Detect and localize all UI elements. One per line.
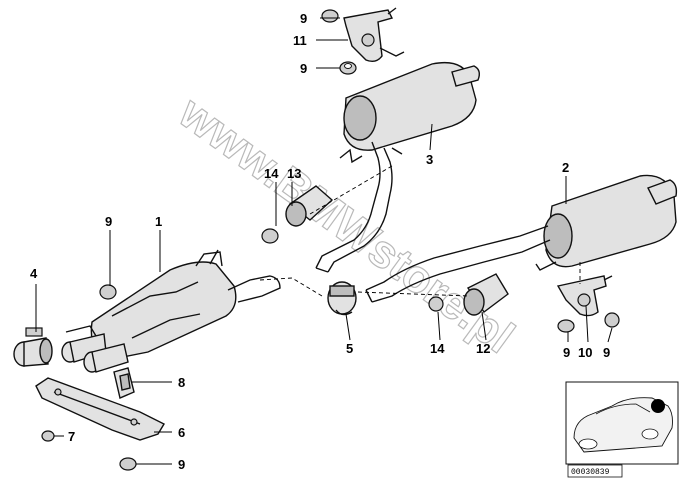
heat-shield-6	[35, 377, 165, 441]
callout-9-right-b: 9	[603, 345, 610, 360]
callout-1: 1	[155, 214, 162, 229]
rear-silencer-right	[365, 174, 678, 303]
sleeve-12	[463, 273, 509, 316]
hanger-bracket-right	[556, 275, 613, 317]
callout-2: 2	[562, 160, 569, 175]
callout-11: 11	[293, 33, 307, 48]
nut-9-mid	[339, 61, 357, 75]
rubber-mount-8	[113, 367, 135, 399]
connector-line-upper	[309, 165, 393, 215]
clamp-5	[327, 281, 357, 316]
callout-4: 4	[30, 266, 38, 281]
hanger-bracket-top	[343, 7, 405, 63]
nut-9-top	[321, 9, 339, 23]
callout-14-left: 14	[264, 166, 279, 181]
connector-line-right	[357, 291, 471, 297]
diagram-code: 00030839	[571, 468, 610, 477]
callout-9-top: 9	[300, 11, 307, 26]
callout-9-bottom: 9	[178, 457, 185, 472]
callout-10: 10	[578, 345, 592, 360]
location-marker	[651, 399, 665, 413]
leader-lines	[35, 17, 613, 465]
callout-12: 12	[476, 341, 490, 356]
callout-8: 8	[178, 375, 185, 390]
vehicle-locator-inset: 00030839	[565, 381, 679, 478]
sleeve-13	[285, 185, 334, 227]
callout-9-upper: 9	[300, 61, 307, 76]
nut-9-right-a	[557, 319, 575, 333]
bolt-7	[41, 430, 55, 442]
nut-9-left	[99, 284, 117, 300]
rear-silencer-upper	[315, 61, 481, 273]
callout-7: 7	[68, 429, 75, 444]
callout-9-right-a: 9	[563, 345, 570, 360]
callout-5: 5	[346, 341, 353, 356]
callout-14-right: 14	[430, 341, 445, 356]
front-silencer	[61, 249, 281, 373]
callout-6: 6	[178, 425, 185, 440]
callout-9-left: 9	[105, 214, 112, 229]
callout-3: 3	[426, 152, 433, 167]
callout-13: 13	[287, 166, 301, 181]
connector-line-lower	[259, 277, 323, 297]
car-silhouette	[573, 397, 673, 453]
nut-9-right-b	[604, 312, 620, 328]
nut-14-left	[261, 228, 279, 244]
nut-14-right	[428, 296, 444, 312]
clamp-4	[13, 327, 53, 367]
nut-9-bottom	[119, 457, 137, 471]
